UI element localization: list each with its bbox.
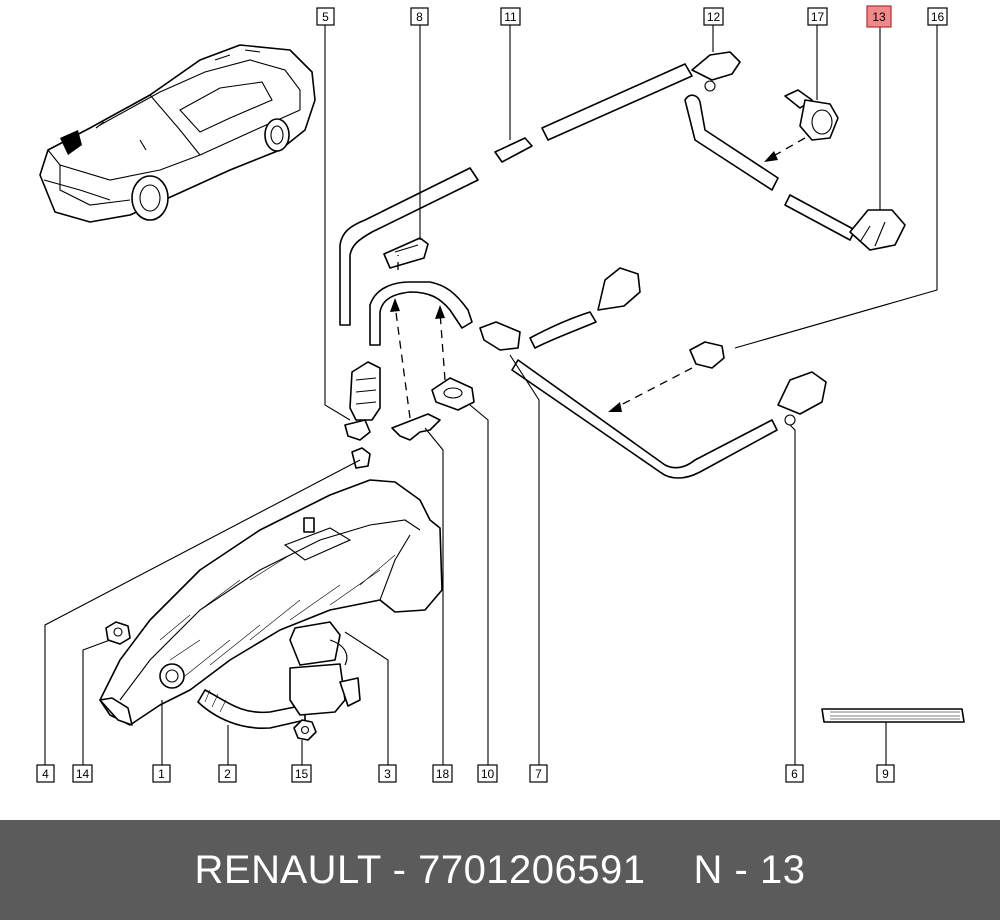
svg-text:9: 9 xyxy=(882,767,889,781)
pump-5 xyxy=(344,361,381,441)
callout-16[interactable]: 16 xyxy=(927,7,948,26)
parts-diagram: 5 8 11 12 17 13 16 4 14 1 2 15 3 18 10 7… xyxy=(36,5,965,783)
callout-7[interactable]: 7 xyxy=(529,764,548,783)
callout-11[interactable]: 11 xyxy=(500,7,521,26)
svg-text:10: 10 xyxy=(481,767,495,781)
svg-text:8: 8 xyxy=(416,10,423,24)
grommet-4 xyxy=(351,447,371,469)
assembly-arrows xyxy=(390,137,806,419)
callout-14[interactable]: 14 xyxy=(72,764,93,783)
hose-upper-left xyxy=(339,167,479,326)
grommet-10 xyxy=(431,377,475,411)
nut-15 xyxy=(293,719,317,741)
svg-text:5: 5 xyxy=(322,10,329,24)
callout-3[interactable]: 3 xyxy=(378,764,397,783)
callout-12[interactable]: 12 xyxy=(703,7,724,26)
clip-8 xyxy=(383,237,429,269)
hose-13 xyxy=(684,94,856,241)
callouts: 5 8 11 12 17 13 16 4 14 1 2 15 3 18 10 7… xyxy=(36,5,948,783)
clip-16 xyxy=(689,341,725,369)
clip-18 xyxy=(391,413,441,441)
callout-18[interactable]: 18 xyxy=(432,764,453,783)
callout-15[interactable]: 15 xyxy=(291,764,312,783)
callout-2[interactable]: 2 xyxy=(218,764,237,783)
nozzle-6 xyxy=(777,371,827,426)
hose-2 xyxy=(197,689,306,729)
callout-8[interactable]: 8 xyxy=(410,7,429,26)
pump-3 xyxy=(289,621,361,716)
plug-17 xyxy=(784,89,839,141)
hose-upper-right xyxy=(541,63,693,141)
svg-text:4: 4 xyxy=(42,767,49,781)
hose-lower xyxy=(511,359,778,479)
callout-9[interactable]: 9 xyxy=(876,764,895,783)
nozzle-upper xyxy=(597,267,641,311)
callout-10[interactable]: 10 xyxy=(477,764,498,783)
strip-9 xyxy=(821,708,965,723)
svg-text:3: 3 xyxy=(384,767,391,781)
nut-14 xyxy=(105,621,131,645)
nozzle-13 xyxy=(849,209,906,251)
diagram-position: N - 13 xyxy=(693,847,806,892)
callout-5[interactable]: 5 xyxy=(316,7,335,26)
washer-reservoir xyxy=(99,479,443,726)
callout-4[interactable]: 4 xyxy=(36,764,55,783)
svg-text:15: 15 xyxy=(295,767,309,781)
svg-text:13: 13 xyxy=(872,10,886,24)
nozzle-12 xyxy=(691,51,741,92)
svg-text:6: 6 xyxy=(791,767,798,781)
svg-text:1: 1 xyxy=(158,767,165,781)
callout-13-highlighted[interactable]: 13 xyxy=(866,5,892,28)
svg-text:14: 14 xyxy=(76,767,90,781)
connector-7 xyxy=(479,311,597,351)
brand-part-number: RENAULT - 7701206591 xyxy=(194,847,646,892)
callout-6[interactable]: 6 xyxy=(785,764,804,783)
svg-text:17: 17 xyxy=(811,10,825,24)
connector-11 xyxy=(494,137,533,163)
svg-text:7: 7 xyxy=(535,767,542,781)
svg-text:16: 16 xyxy=(931,10,945,24)
callout-1[interactable]: 1 xyxy=(152,764,171,783)
svg-text:18: 18 xyxy=(436,767,450,781)
hose-center xyxy=(369,281,473,346)
callout-17[interactable]: 17 xyxy=(807,7,828,26)
footer-bar: RENAULT - 7701206591 N - 13 xyxy=(0,820,1000,920)
svg-text:2: 2 xyxy=(224,767,231,781)
svg-text:12: 12 xyxy=(707,10,721,24)
leader-lines xyxy=(44,25,938,765)
svg-text:11: 11 xyxy=(504,10,517,24)
car-illustration xyxy=(39,44,316,223)
